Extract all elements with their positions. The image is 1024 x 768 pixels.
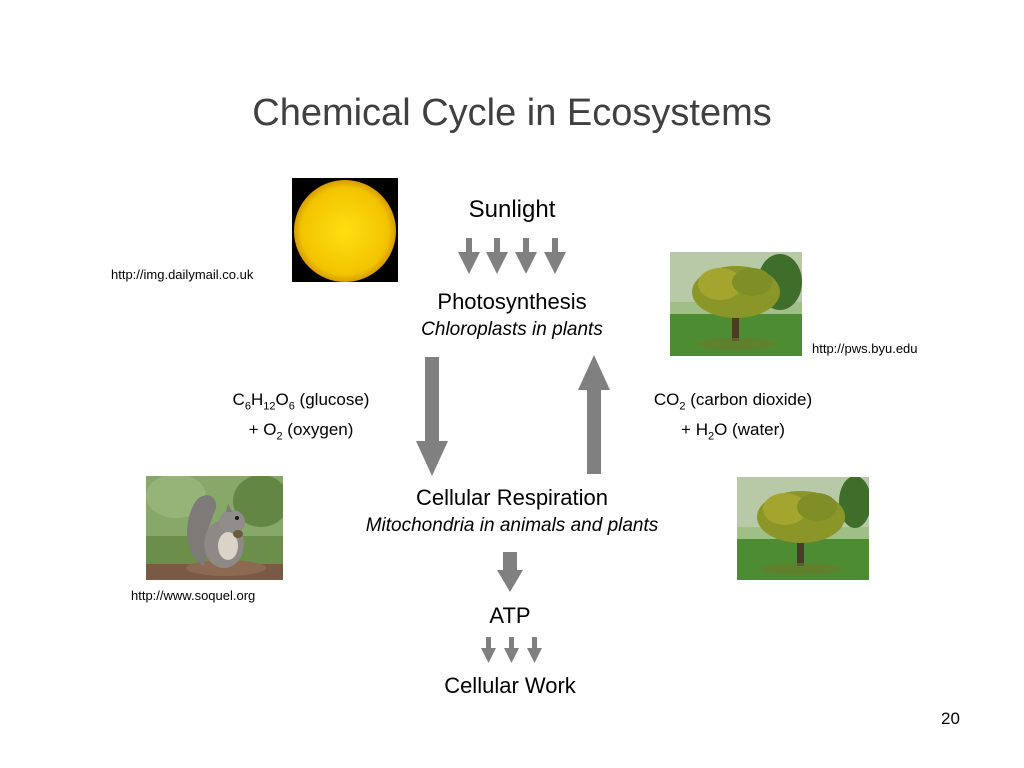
sun-image-credit[interactable]: http://img.dailymail.co.uk xyxy=(111,267,254,282)
cellular-respiration-title: Cellular Respiration xyxy=(416,485,608,510)
photosynthesis-title: Photosynthesis xyxy=(437,289,587,314)
oxygen-prefix: + O xyxy=(248,420,277,440)
co2-text: (carbon dioxide) xyxy=(685,390,813,409)
sunlight-arrow-icon-3 xyxy=(515,238,537,274)
work-arrow-icon-2 xyxy=(504,637,519,663)
cellular-work-label: Cellular Work xyxy=(444,673,576,698)
co2-line: CO2 (carbon dioxide) xyxy=(653,390,813,413)
glucose-line: C6H12O6 (glucose) xyxy=(232,390,370,413)
squirrel-image xyxy=(146,476,283,580)
work-arrow-icon-3 xyxy=(527,637,542,663)
squirrel-image-credit[interactable]: http://www.soquel.org xyxy=(131,588,256,603)
tree-image-credit[interactable]: http://pws.byu.edu xyxy=(812,341,918,356)
glucose-oxygen-label: C6H12O6 (glucose) + O2 (oxygen) xyxy=(190,388,412,449)
water-line: + H2O (water) xyxy=(681,420,785,443)
co2-water-label: CO2 (carbon dioxide) + H2O (water) xyxy=(622,388,844,449)
water-text: O (water) xyxy=(714,420,785,440)
oxygen-line: + O2 (oxygen) xyxy=(248,420,354,443)
slide-title: Chemical Cycle in Ecosystems xyxy=(252,92,772,134)
tree-image-top xyxy=(670,252,802,356)
glucose-text: (glucose) xyxy=(294,390,370,409)
sun-image xyxy=(292,178,398,282)
atp-label: ATP xyxy=(489,603,531,628)
water-prefix: + H xyxy=(681,420,708,440)
atp-arrow-icon xyxy=(497,552,523,592)
sunlight-arrow-icon-2 xyxy=(486,238,508,274)
sunlight-label: Sunlight xyxy=(468,196,556,223)
cellular-respiration-subtitle: Mitochondria in animals and plants xyxy=(365,515,659,536)
sunlight-arrow-icon-4 xyxy=(544,238,566,274)
work-arrow-icon-1 xyxy=(481,637,496,663)
oxygen-text: (oxygen) xyxy=(282,420,354,440)
sunlight-arrow-icon-1 xyxy=(458,238,480,274)
sunlight-arrows xyxy=(458,238,566,274)
up-arrow-icon xyxy=(578,355,610,474)
down-arrow-icon xyxy=(416,357,448,476)
co2-prefix: CO xyxy=(653,390,680,409)
cellular-work-arrows xyxy=(481,637,542,663)
photosynthesis-subtitle: Chloroplasts in plants xyxy=(421,319,603,340)
tree-image-bottom xyxy=(737,477,869,580)
page-number: 20 xyxy=(941,709,960,728)
